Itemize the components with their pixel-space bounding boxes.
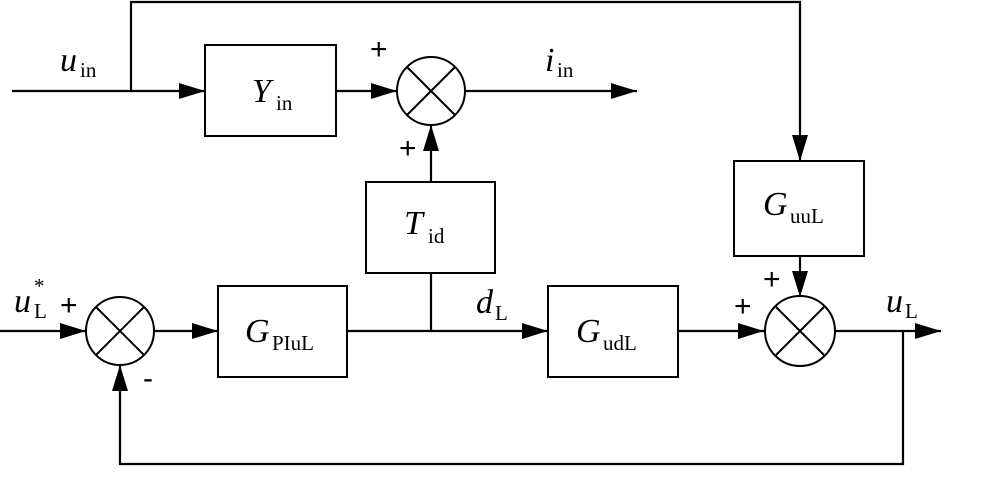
block-t-id-label-main: T [404,205,425,242]
block-g-uul-label-main: G [763,186,788,223]
arrow-to-left-sum [60,323,86,339]
signal-u-in-main: u [60,42,77,79]
signal-u-l-sub: L [905,299,918,323]
block-g-piul: G PIuL [217,285,348,378]
sum-junction-right [764,295,836,367]
signal-d-l: d L [476,284,508,325]
block-g-piul-label-sub: PIuL [272,331,314,355]
sum-junction-top [396,56,466,126]
arrow-to-top-sum-bottom [423,125,439,151]
signal-u-l-ref-main: u [14,283,31,320]
arrow-to-left-sum-bottom [112,365,128,391]
arrow-to-g-piul [192,323,218,339]
sign-left-sum-left: + [60,289,78,322]
block-g-udl-label-sub: udL [603,331,637,355]
sign-right-sum-left: + [734,290,752,323]
signal-i-in-sub: in [557,58,574,82]
block-y-in: Y in [204,44,337,137]
sum-junction-left [85,296,155,366]
arrow-to-g-udl [522,323,548,339]
block-g-uul-label-sub: uuL [790,204,824,228]
block-t-id-label-sub: id [428,224,445,248]
block-y-in-label-sub: in [276,91,293,115]
u-in-feedforward-wire [129,0,802,161]
signal-u-l-ref: u * L [14,274,47,323]
block-t-id: T id [365,181,496,274]
signal-u-l-ref-sub: L [34,299,47,323]
signal-u-in: u in [60,42,97,82]
block-g-udl: G udL [547,285,679,378]
block-g-udl-label-main: G [576,313,601,350]
arrow-to-right-sum-top [792,271,808,297]
signal-u-l-ref-sup: * [34,274,45,298]
signal-d-l-sub: L [495,301,508,325]
feedback-wire [118,331,905,466]
signal-u-l: u L [886,283,918,323]
sign-top-sum-bottom: + [399,132,417,165]
sign-right-sum-top: + [763,263,781,296]
arrow-to-right-sum-left [738,323,764,339]
signal-i-in-main: i [545,42,554,79]
signal-d-l-main: d [476,284,494,321]
signal-u-in-sub: in [80,58,97,82]
signal-i-in: i in [545,42,574,82]
arrow-to-g-uul [792,135,808,161]
signal-u-l-main: u [886,283,903,320]
sign-left-sum-bottom: - [143,362,153,395]
arrow-i-in-output [611,83,637,99]
block-g-piul-label-main: G [245,313,270,350]
arrow-u-l-output [915,323,941,339]
arrow-to-y-in [179,83,205,99]
arrow-to-top-sum-left [371,83,397,99]
block-y-in-label-main: Y [252,73,274,110]
sign-top-sum-left: + [370,33,388,66]
block-g-uul: G uuL [733,160,865,257]
